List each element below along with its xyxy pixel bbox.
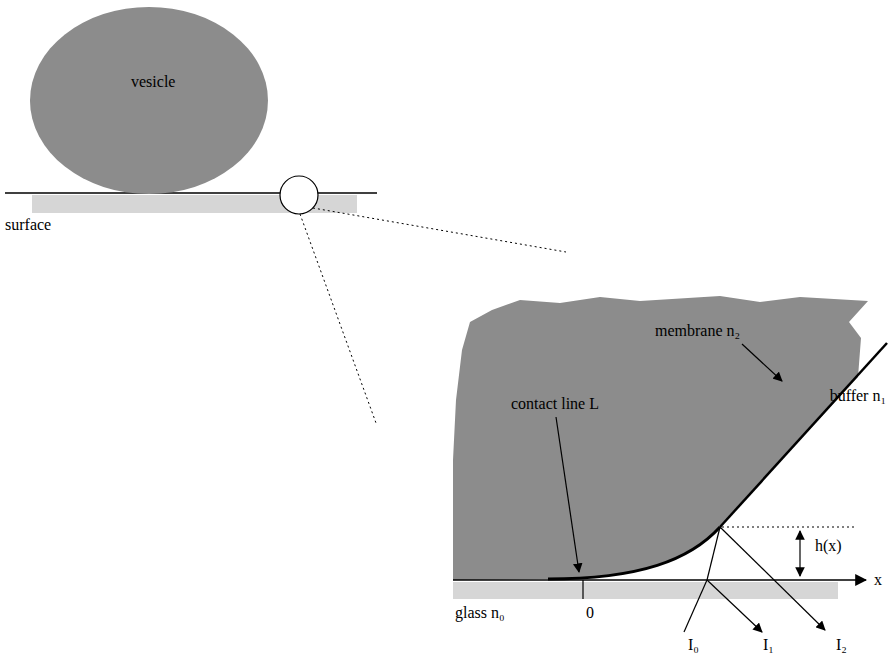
- zoom-leader: [313, 208, 566, 252]
- figure-label: contact line L: [511, 395, 599, 413]
- reflected-ray: [720, 527, 825, 630]
- reflected-ray: [707, 580, 762, 632]
- height-arrow: [799, 531, 800, 576]
- height-guide: [722, 527, 856, 528]
- figure-label: I₁: [763, 636, 774, 654]
- figure-label: buffer n₁: [830, 387, 886, 405]
- figure-label: I₂: [836, 636, 847, 654]
- transmitted-ray: [707, 527, 720, 580]
- membrane-line: [720, 343, 887, 527]
- leader-arrow: [556, 417, 579, 572]
- glass-slab: [453, 582, 838, 599]
- vesicle-shape: vesicle: [30, 7, 268, 194]
- figure-label: 0: [586, 604, 594, 622]
- figure-label: x: [874, 571, 882, 589]
- vesicle-label: vesicle: [131, 73, 175, 91]
- zoom-circle: [280, 176, 318, 214]
- incident-ray: [684, 580, 707, 632]
- x-axis: [453, 579, 866, 581]
- surface-line: [5, 192, 377, 194]
- vesicle-interior: [453, 296, 868, 580]
- zoom-leader: [300, 214, 376, 423]
- figure-label: glass n₀: [455, 604, 505, 622]
- leader-arrow: [742, 344, 782, 381]
- figure-label: membrane n₂: [655, 322, 740, 340]
- origin-tick: [582, 580, 583, 599]
- figure-label: h(x): [815, 537, 842, 555]
- figure-label: surface: [5, 216, 51, 234]
- vesicle-outline: [30, 7, 268, 194]
- figure-label: I₀: [688, 636, 699, 654]
